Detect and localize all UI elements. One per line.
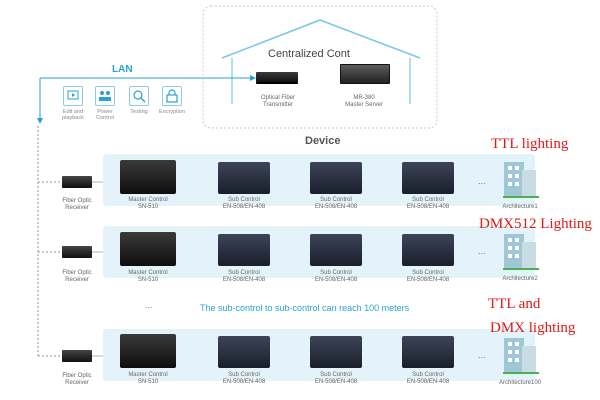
- fiber-receiver-device: [62, 246, 92, 258]
- sub-control-device: [310, 336, 362, 368]
- sub-control-device: [218, 162, 270, 194]
- fiber-receiver-device: [62, 350, 92, 362]
- ellipsis: ...: [478, 350, 486, 360]
- sub-control-device: [402, 162, 454, 194]
- centralized-title: Centralized Cont: [268, 48, 350, 60]
- ellipsis: ...: [478, 176, 486, 186]
- sub-control-device: [310, 162, 362, 194]
- sub-control-device: [218, 234, 270, 266]
- device-heading: Device: [305, 135, 341, 147]
- architecture-label: Architecture1: [502, 204, 538, 210]
- ellipsis: ...: [145, 300, 153, 310]
- roof-line: [221, 19, 421, 59]
- centralized-dashed-box: [202, 5, 438, 129]
- master-control-device: [120, 334, 176, 368]
- feature-encryption: Encryption: [158, 86, 186, 115]
- lan-label: LAN: [112, 64, 133, 75]
- users-icon: [99, 91, 111, 101]
- lighting-label-ttl: TTL lighting: [491, 136, 569, 152]
- master-control-device: [120, 232, 176, 266]
- distance-note: The sub-control to sub-control can reach…: [200, 303, 410, 313]
- sub-control-device: [218, 336, 270, 368]
- lighting-label-dmx512: DMX512 Lighting: [479, 216, 592, 232]
- building-icon: [503, 234, 539, 270]
- search-icon: [133, 90, 146, 103]
- sub-control-device: [402, 336, 454, 368]
- lighting-label-ttl-and: TTL and: [488, 296, 541, 312]
- ellipsis: ...: [478, 246, 486, 256]
- lock-icon: [166, 89, 178, 103]
- feature-testing: Testing: [125, 86, 153, 115]
- master-control-device: [120, 160, 176, 194]
- sub-control-device: [310, 234, 362, 266]
- architecture-label: Architecture100: [498, 380, 542, 386]
- sub-control-device: [402, 234, 454, 266]
- optical-transmitter-device: [256, 72, 298, 82]
- lighting-label-dmx: DMX lighting: [490, 320, 576, 336]
- architecture-label: Architecture2: [502, 276, 538, 282]
- play-icon: [67, 90, 79, 100]
- master-server-device: [340, 64, 390, 84]
- fiber-receiver-device: [62, 176, 92, 188]
- building-icon: [503, 162, 539, 198]
- building-icon: [503, 338, 539, 374]
